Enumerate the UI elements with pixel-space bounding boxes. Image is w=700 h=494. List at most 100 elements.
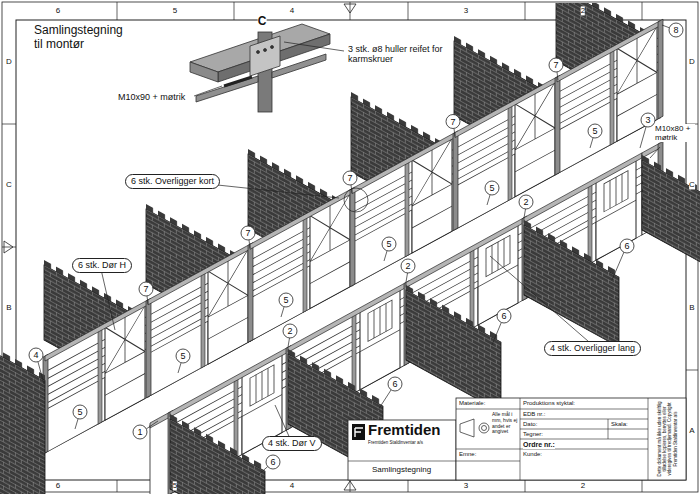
callout-number: 2 [287,326,292,336]
part-count-box: 6 stk. Overligger kort [125,174,220,189]
line-art [284,42,344,51]
line-art [248,188,353,342]
part-count-box: 4 stk. Dør V [262,436,322,451]
callout-number: 5 [592,126,597,136]
line-art [4,241,13,253]
callout-number: 5 [77,407,82,417]
line-art [257,51,260,54]
grid-reference: 6 [56,6,60,15]
line-art [146,244,251,398]
title-block-field: Ordre nr.: [523,441,555,449]
hole-note: 3 stk. ø8 huller reifet for karmskruer [348,44,452,65]
line-art [401,259,415,273]
line-art [288,209,526,347]
grid-reference: B [6,303,11,312]
callout-number: 1 [137,427,142,437]
title-block-field: EDB nr.: [523,411,545,418]
grid-reference: 4 [290,481,294,490]
grid-reference: 5 [173,6,177,15]
line-art [355,428,363,437]
grid-reference: 4 [290,6,294,15]
callout-number: 3 [645,115,650,125]
title-block-field: Dato: [523,421,537,428]
line-art [348,420,456,480]
line-art [640,127,646,148]
line-art [350,133,455,287]
callout-number: 7 [143,284,148,294]
line-art [352,424,365,440]
line-art [279,293,293,307]
line-art [555,21,660,175]
callout-number: 2 [523,197,528,207]
callout-number: 6 [501,311,506,321]
drawing-title: Samlingstegning til montør [34,24,134,52]
title-block [348,398,686,480]
line-art [75,138,593,429]
callout-number: 7 [245,228,250,238]
line-art [271,46,274,49]
title-block-field: Kunde: [523,451,542,458]
callout-number: 5 [283,295,288,305]
callout-number: 7 [450,116,455,126]
grid-reference: C [6,180,12,189]
line-art [669,23,683,37]
company-logo-text: Fremtiden [368,421,441,438]
line-art [194,86,222,96]
line-art [283,324,297,338]
grid-reference: 5 [173,481,177,490]
callout-number: 6 [624,241,629,251]
grid-reference: B [689,303,694,312]
line-art [176,349,190,363]
bolt-note: M10x80 + møtrik [655,124,695,142]
brick-wall [524,220,619,347]
line-art [479,423,489,433]
line-art [490,256,596,348]
title-block-field: Materiale: [459,400,485,407]
title-block-field: Emne: [459,451,476,458]
line-art [642,143,660,158]
callout-number: 6 [392,379,397,389]
title-block-field: Skala: [611,421,628,428]
line-art [266,455,280,469]
brick-wall [642,155,700,282]
callout-number: 4 [33,350,38,360]
line-art [519,195,533,209]
callout-number: 7 [347,173,352,183]
brick-wall [170,414,265,494]
grid-reference: 2 [581,6,585,15]
line-art [73,405,87,419]
line-art [344,481,356,490]
grid-reference: 3 [464,481,468,490]
line-art [446,115,460,129]
part-count-text: 6 stk. Dør H [78,260,126,271]
line-art [250,36,280,76]
line-art [190,62,218,82]
line-art [343,171,357,185]
brick-wall [406,285,501,412]
line-art [241,226,255,240]
line-art [16,20,686,480]
brick-wall [0,326,45,494]
part-count-box: 4 stk. Overligger lang [544,341,641,356]
line-art [641,113,655,127]
line-art [388,377,402,391]
line-art [43,300,148,454]
grid-reference: 3 [464,6,468,15]
callout-number: 6 [270,457,275,467]
line-art [662,25,669,28]
line-art [150,412,170,428]
line-art [344,188,368,212]
grid-reference: A [689,426,694,435]
copyright-note: Dette dokument må ikke uden skriftlig ti… [657,400,678,478]
line-art [29,348,43,362]
company-address: Fremtiden Staldinventar a/s [368,440,423,445]
part-count-box: 6 stk. Dør H [72,258,132,273]
line-art [348,398,648,480]
tolerance-note: Alle mål i mm, hvis ej andet er angivet [492,412,519,435]
line-art [38,362,44,384]
